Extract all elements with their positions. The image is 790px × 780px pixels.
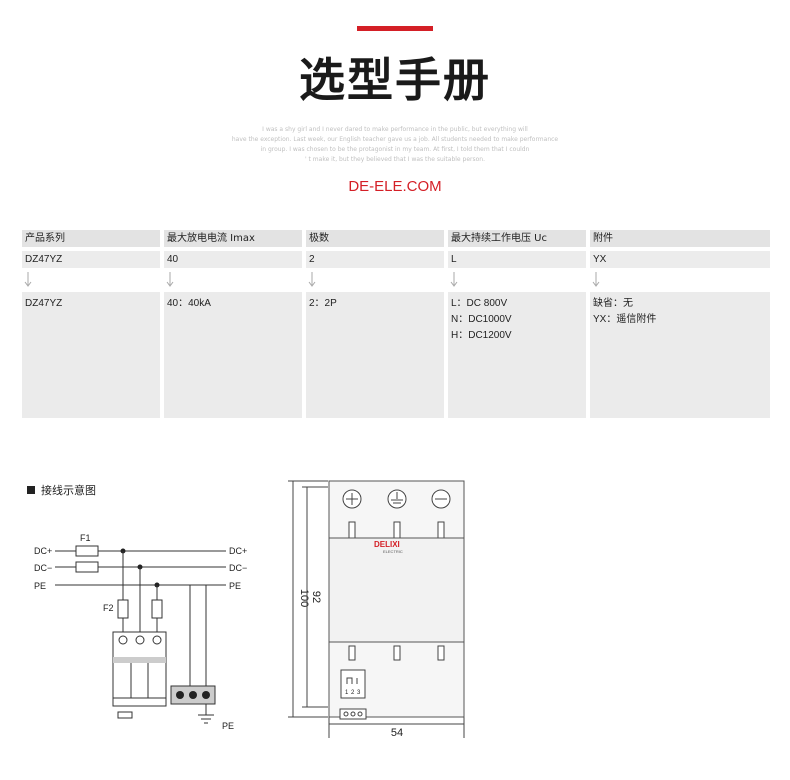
label-pe-bottom: PE: [222, 721, 234, 731]
device-base: [112, 697, 167, 707]
terminal-lug: [348, 521, 356, 539]
connector-pin: [343, 711, 349, 717]
dim-label-100: 100: [298, 589, 310, 607]
code-imax: 40: [164, 251, 302, 268]
pe-terminal: [202, 691, 210, 699]
title-accent-bar: [357, 26, 433, 31]
options-uc: L：DC 800V N：DC1000V H：DC1200V: [448, 292, 586, 418]
remote-signal-connector: [117, 711, 133, 719]
label-dc-plus-right: DC+: [229, 546, 247, 556]
terminal-lug: [393, 521, 401, 539]
options-accessory: 缺省：无 YX：遥信附件: [590, 292, 770, 418]
code-series: DZ47YZ: [22, 251, 160, 268]
fuse-f2: [151, 599, 163, 619]
option-item: L：DC 800V: [451, 298, 508, 309]
pe-terminal: [176, 691, 184, 699]
options-poles: 2：2P: [306, 292, 444, 418]
code-poles: 2: [306, 251, 444, 268]
option-item: H：DC1200V: [451, 330, 512, 341]
tagline-line: in group. I was chosen to be the protago…: [260, 146, 530, 153]
tagline-line: I was a shy girl and I never dared to ma…: [262, 126, 528, 133]
wiring-section-title: 接线示意图: [27, 482, 96, 498]
col-header-uc: 最大持续工作电压 Uc: [448, 230, 586, 247]
option-item: N：DC1000V: [451, 314, 512, 325]
device-band: [113, 657, 166, 663]
label-dc-plus-left: DC+: [34, 546, 52, 556]
device-terminal: [118, 635, 128, 645]
option-item: 40：40kA: [167, 298, 211, 309]
col-header-series: 产品系列: [22, 230, 160, 247]
terminal-lug: [437, 521, 445, 539]
connector-pin: [357, 711, 363, 717]
option-item: YX：遥信附件: [593, 314, 657, 325]
down-arrow-icon: [308, 272, 316, 287]
tagline-line: have the exception. Last week, our Engli…: [231, 136, 559, 143]
down-arrow-icon: [450, 272, 458, 287]
down-arrow-icon: [24, 272, 32, 287]
label-f2: F2: [103, 603, 114, 613]
option-item: 缺省：无: [593, 298, 633, 309]
device-terminal: [152, 635, 162, 645]
dim-label-92: 92: [310, 591, 322, 603]
device-terminal: [135, 635, 145, 645]
connector-pin: [350, 711, 356, 717]
terminal-lug: [348, 645, 356, 661]
code-uc: L: [448, 251, 586, 268]
tagline-line: ' t make it, but they believed that I wa…: [304, 156, 485, 163]
col-header-poles: 极数: [306, 230, 444, 247]
square-bullet-icon: [27, 486, 35, 494]
page-title: 选型手册: [299, 53, 491, 107]
dimension-drawing: 100 92 54 DELIXI ELECTRIC 1 2 3: [288, 480, 465, 739]
site-url: DE-ELE.COM: [348, 178, 442, 195]
col-header-imax: 最大放电电流 Imax: [164, 230, 302, 247]
terminal-plus: [342, 489, 362, 509]
pe-terminal: [189, 691, 197, 699]
terminal-lug: [437, 645, 445, 661]
front-cover: [328, 537, 465, 643]
brand-logo: DELIXI: [374, 540, 400, 549]
label-pe-right: PE: [229, 581, 241, 591]
label-dc-minus-right: DC−: [229, 563, 247, 573]
col-header-accessory: 附件: [590, 230, 770, 247]
options-imax: 40：40kA: [164, 292, 302, 418]
terminal-number: 1: [345, 690, 349, 696]
tagline: I was a shy girl and I never dared to ma…: [230, 125, 560, 165]
terminal-number: 2: [351, 690, 355, 696]
terminal-minus: [431, 489, 451, 509]
fuse-f2: [117, 599, 129, 619]
wiring-diagram: F1 DC+ DC− PE DC+ DC− PE F2 PE: [34, 533, 247, 731]
dim-label-54: 54: [391, 727, 403, 739]
terminal-number: 3: [357, 690, 361, 696]
terminal-lug: [393, 645, 401, 661]
label-f1: F1: [80, 533, 91, 543]
label-dc-minus-left: DC−: [34, 563, 52, 573]
remote-signal-block: [340, 669, 366, 699]
fuse-f1-plus: [75, 545, 99, 557]
down-arrow-icon: [592, 272, 600, 287]
wiring-title-text: 接线示意图: [41, 484, 96, 497]
options-series: DZ47YZ: [22, 292, 160, 418]
down-arrow-icon: [166, 272, 174, 287]
brand-sub: ELECTRIC: [383, 549, 403, 554]
option-item: DZ47YZ: [25, 298, 63, 309]
option-item: 2：2P: [309, 298, 337, 309]
label-pe-left: PE: [34, 581, 46, 591]
switch-symbol-icon: [346, 677, 353, 684]
code-accessory: YX: [590, 251, 770, 268]
terminal-ground: [387, 489, 407, 509]
fuse-f1-minus: [75, 561, 99, 573]
